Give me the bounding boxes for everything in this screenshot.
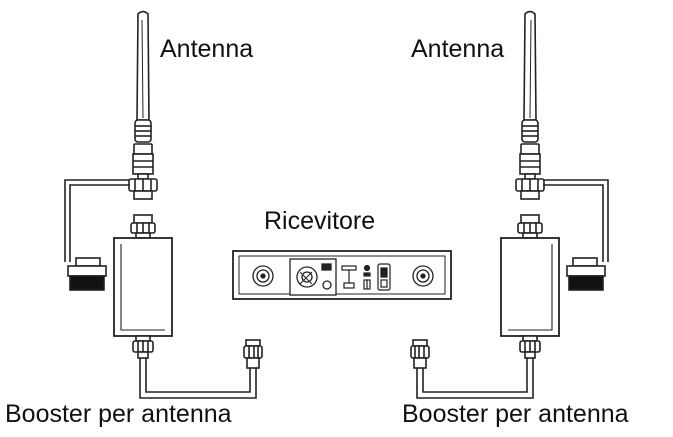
- receiver-label: Ricevitore: [264, 207, 376, 235]
- booster-left: [113, 237, 173, 337]
- cable-right-coax: [416, 358, 534, 399]
- connector-left-booster-bottom: [132, 335, 154, 359]
- connector-right-cable-end: [410, 339, 430, 369]
- antenna-left-label: Antenna: [160, 35, 254, 63]
- receiver: [232, 250, 452, 300]
- booster-left-label: Booster per antenna: [5, 400, 232, 428]
- cable-left-coax: [139, 358, 257, 399]
- antenna-right: [521, 10, 539, 143]
- connector-right-top: [515, 143, 545, 200]
- connector-left-cable-end: [243, 339, 263, 369]
- antenna-right-label: Antenna: [411, 35, 505, 63]
- antenna-left: [134, 10, 152, 143]
- power-adapter-right: [566, 257, 606, 291]
- receiver-controls: [341, 263, 391, 291]
- connector-right-booster-top: [517, 214, 543, 239]
- power-adapter-left: [67, 257, 107, 291]
- cable-right-power: [543, 179, 609, 262]
- receiver-power-panel: [289, 258, 337, 296]
- booster-right: [500, 237, 560, 337]
- receiver-connector-left: [252, 265, 274, 287]
- connector-left-booster-top: [130, 214, 156, 239]
- cable-left-power: [64, 179, 130, 262]
- connector-left-top: [128, 143, 158, 200]
- booster-right-label: Booster per antenna: [402, 400, 629, 428]
- receiver-connector-right: [412, 265, 434, 287]
- connector-right-booster-bottom: [519, 335, 541, 359]
